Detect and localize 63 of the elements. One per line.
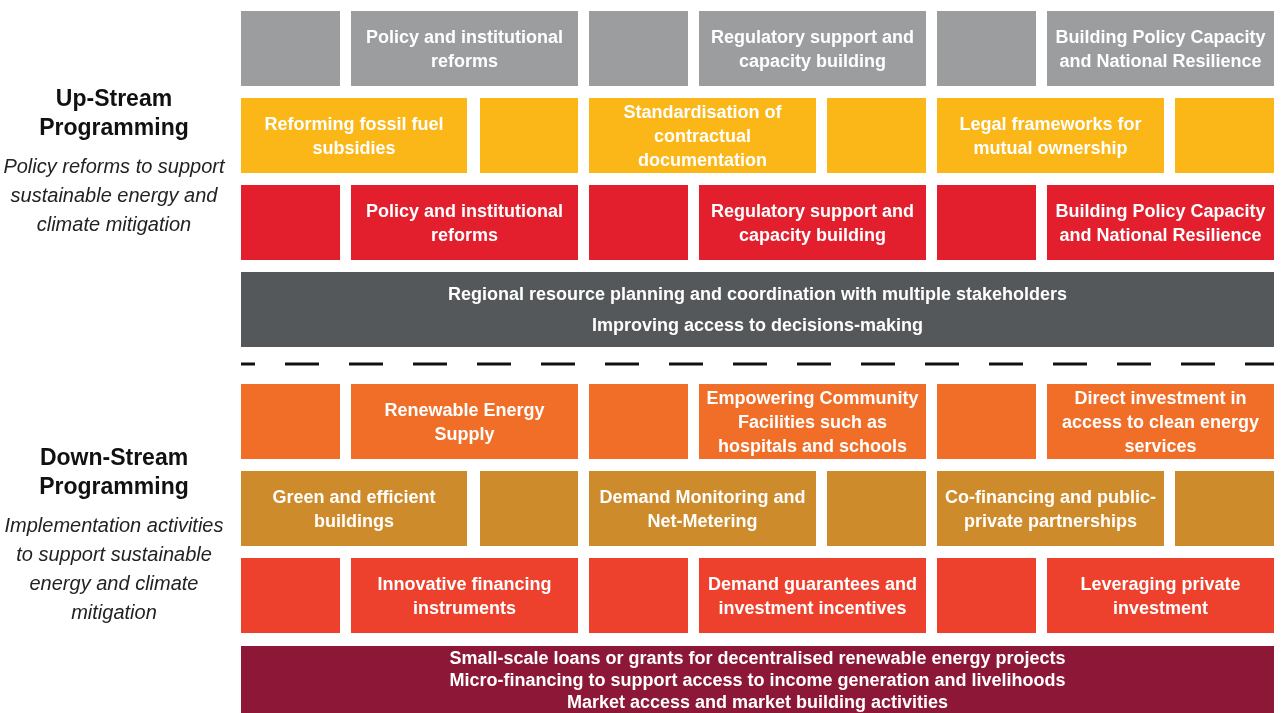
box-text: Reforming fossil fuel subsidies	[263, 112, 445, 160]
box-text: Micro-financing to support access to income generation and livelihoods	[449, 668, 1066, 691]
box-text: Policy and institutional reforms	[365, 25, 564, 73]
color-block	[589, 384, 688, 459]
color-block	[480, 471, 578, 546]
program-box	[351, 558, 578, 633]
box-text: Co-financing and public-private partnerships	[944, 485, 1157, 533]
color-block	[589, 558, 688, 633]
program-box	[351, 185, 578, 260]
color-block	[937, 11, 1036, 86]
color-block	[241, 11, 340, 86]
box-text: Improving access to decisions-making	[591, 314, 924, 338]
program-box	[937, 471, 1164, 546]
box-text: Renewable Energy Supply	[383, 398, 546, 446]
box-text: Building Policy Capacity and National Resilience	[1054, 199, 1267, 247]
color-block	[241, 185, 340, 260]
section-description: Implementation activities to support sustainable energy and climate mitigation	[3, 513, 225, 625]
program-box	[1047, 185, 1274, 260]
color-block	[1175, 471, 1274, 546]
box-text: Empowering Community Facilities such as hospitals and schools	[705, 386, 920, 458]
color-block	[480, 98, 578, 173]
box-text: Standardisation of contractual documentation	[622, 100, 783, 172]
program-box	[589, 98, 816, 173]
box-text: Green and efficient buildings	[271, 485, 437, 533]
box-text: Innovative financing instruments	[376, 572, 553, 620]
program-box	[1047, 558, 1274, 633]
color-block	[241, 558, 340, 633]
box-text: Demand guarantees and investment incentives	[706, 572, 919, 620]
program-box	[699, 185, 926, 260]
box-text: Regulatory support and capacity building	[710, 25, 915, 73]
program-box	[241, 646, 1274, 713]
program-box	[241, 98, 467, 173]
program-box	[589, 471, 816, 546]
box-text: Regulatory support and capacity building	[710, 199, 915, 247]
color-block	[589, 185, 688, 260]
program-box	[241, 471, 467, 546]
section-heading: Down-Stream Programming	[38, 443, 190, 501]
program-box	[351, 11, 578, 86]
color-block	[937, 384, 1036, 459]
box-text: Demand Monitoring and Net-Metering	[598, 485, 807, 533]
program-box	[699, 558, 926, 633]
color-block	[589, 11, 688, 86]
program-box	[699, 11, 926, 86]
color-block	[937, 185, 1036, 260]
program-box	[241, 272, 1274, 347]
program-box	[351, 384, 578, 459]
color-block	[937, 558, 1036, 633]
section-heading: Up-Stream Programming	[38, 84, 190, 142]
color-block	[827, 98, 926, 173]
box-text: Legal frameworks for mutual ownership	[958, 112, 1143, 160]
box-text: Small-scale loans or grants for decentralised renewable energy projects	[449, 646, 1066, 669]
box-text: Market access and market building activities	[566, 690, 949, 713]
box-text: Policy and institutional reforms	[365, 199, 564, 247]
color-block	[241, 384, 340, 459]
box-text: Leveraging private investment	[1079, 572, 1242, 620]
box-text: Regional resource planning and coordination with multiple stakeholders	[447, 282, 1068, 306]
box-text: Building Policy Capacity and National Resilience	[1054, 25, 1267, 73]
box-text: Direct investment in access to clean energy services	[1060, 386, 1261, 458]
program-box	[937, 98, 1164, 173]
section-description: Policy reforms to support sustainable energy and climate mitigation	[2, 154, 226, 237]
color-block	[1175, 98, 1274, 173]
color-block	[827, 471, 926, 546]
program-box	[1047, 11, 1274, 86]
